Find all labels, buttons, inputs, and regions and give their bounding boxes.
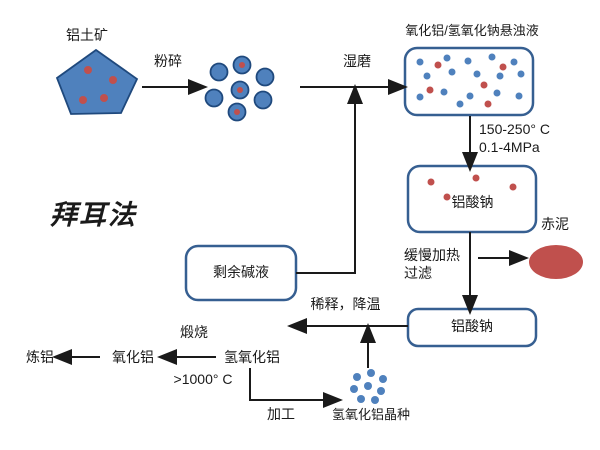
dilute-cool-label: 稀释，降温 [310, 296, 381, 312]
calcination-label: 煅烧 [180, 324, 208, 340]
bauxite-label: 铝土矿 [66, 27, 108, 43]
filtration-label: 过滤 [404, 265, 432, 281]
arrow-processing [249, 368, 343, 408]
suspension-label: 氧化铝/氢氧化钠悬浊液 [405, 23, 539, 38]
aluminum-oxide-label: 氧化铝 [112, 349, 154, 365]
suspension-box [403, 46, 535, 117]
temperature-label: 150-250° C [479, 121, 550, 137]
smelt-aluminum-label: 炼铝 [26, 349, 54, 365]
wet-grind-label: 湿磨 [343, 53, 371, 69]
bauxite-ore-shape [55, 48, 139, 115]
slow-heating-label: 缓慢加热 [404, 247, 460, 263]
page-title: 拜耳法 [50, 200, 137, 230]
arrow-alkali-recycle [296, 84, 363, 274]
processing-label: 加工 [267, 406, 295, 422]
seed-crystal-cluster-shape [350, 369, 387, 404]
aluminum-hydroxide-label: 氢氧化铝 [224, 349, 280, 365]
red-mud-label: 赤泥 [541, 216, 569, 232]
seed-crystal-label: 氢氧化铝晶种 [331, 407, 410, 422]
residual-alkali-label: 剩余碱液 [213, 264, 269, 280]
crush-label: 粉碎 [154, 53, 182, 69]
sodium-aluminate-bottom-label: 铝酸钠 [451, 318, 493, 334]
pressure-label: 0.1-4MPa [479, 139, 540, 155]
sodium-aluminate-top-label: 铝酸钠 [451, 194, 494, 210]
above-1000c-label: >1000° C [173, 371, 233, 387]
crushed-particles-shape [204, 55, 275, 122]
red-mud-shape [529, 245, 583, 279]
sodium-aluminate-top-box [406, 164, 538, 234]
